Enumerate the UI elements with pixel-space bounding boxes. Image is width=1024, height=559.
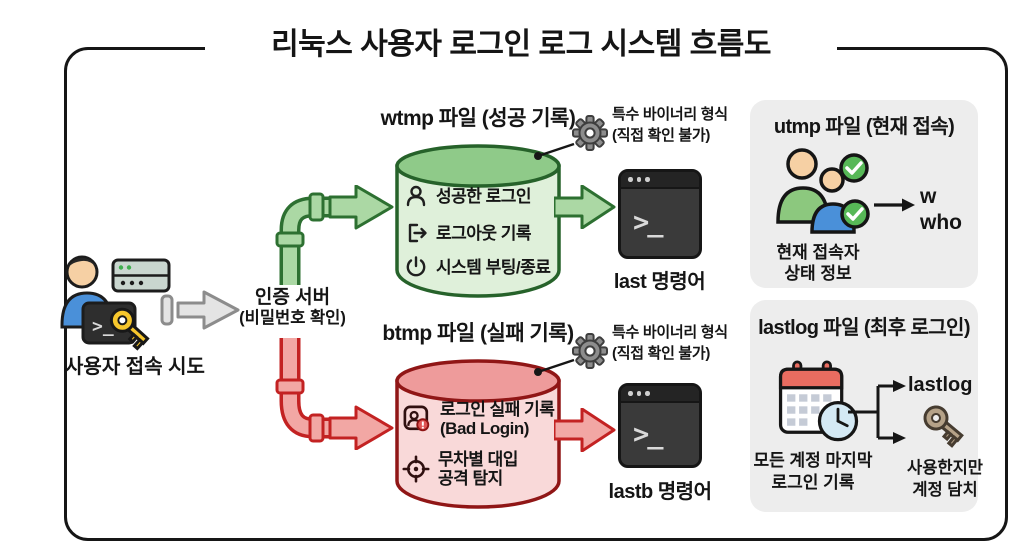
terminal-dot-icon: [645, 391, 650, 396]
old-key-caption: 사용한지만 계정 담치: [895, 457, 995, 501]
lastlog-caption-line1: 모든 계정 마지막: [753, 451, 873, 470]
svg-text:>_: >_: [92, 316, 114, 337]
check-icon: [839, 153, 869, 183]
gray-arrow-icon: [160, 290, 240, 330]
auth-server-label: 인증 서버 (비밀번호 확인): [230, 287, 355, 329]
note-line1: 특수 바이너리 형식: [612, 106, 728, 123]
lastlog-caption-line2: 로그인 기록: [771, 473, 855, 492]
btmp-title: btmp 파일 (실패 기록): [382, 322, 574, 345]
utmp-command-w: w: [920, 185, 937, 208]
key-icon: [109, 307, 150, 351]
red-pipe-icon: [275, 338, 394, 450]
terminal-dot-icon: [628, 391, 633, 396]
gear-icon: [572, 115, 608, 151]
auth-server-line2: (비밀번호 확인): [239, 309, 346, 328]
old-key-caption-line1: 사용한지만: [907, 459, 983, 477]
check-icon: [840, 199, 870, 229]
user-icon: [406, 185, 426, 207]
user-attempt-label: 사용자 접속 시도: [65, 356, 205, 378]
target-icon: [402, 455, 430, 483]
black-arrow-icon: [874, 198, 915, 212]
bad-login-icon: [403, 405, 430, 432]
old-key-icon: [923, 405, 964, 448]
logout-icon: [408, 223, 427, 243]
branch-arrows-icon: [848, 380, 906, 444]
utmp-commands: w who: [920, 184, 962, 236]
red-arrow-icon: [554, 408, 616, 452]
annotation-line: [534, 142, 575, 160]
terminal-body: >_: [621, 403, 699, 465]
btmp-item-line1: 로그인 실패 기록: [440, 400, 555, 419]
diagram-title-wrap: 리눅스 사용자 로그인 로그 시스템 흐름도: [205, 20, 837, 62]
calendar-clock-icon: [778, 360, 859, 442]
last-command-label: last 명령어: [613, 271, 706, 293]
old-key-caption-line2: 계정 담치: [912, 481, 978, 499]
terminal-prompt: >_: [633, 207, 663, 238]
wtmp-item-logout: 로그아웃 기록: [404, 221, 532, 245]
wtmp-item-boot: 시스템 부팅/종료: [404, 255, 551, 279]
last-terminal-icon: >_: [618, 169, 702, 259]
note-line2: (직접 확인 불가): [612, 345, 711, 362]
utmp-caption: 현재 접속자 상태 정보: [760, 242, 876, 284]
wtmp-item-label: 로그아웃 기록: [436, 223, 532, 243]
wtmp-title: wtmp 파일 (성공 기록): [380, 107, 576, 130]
btmp-item-bad-login: 로그인 실패 기록 (Bad Login): [402, 400, 555, 438]
terminal-header: [621, 386, 699, 403]
wtmp-item-label: 시스템 부팅/종료: [436, 257, 551, 277]
btmp-item-label: 무차별 대입 공격 탐지: [438, 450, 518, 488]
utmp-caption-line1: 현재 접속자: [776, 243, 860, 262]
green-arrow-icon: [554, 185, 616, 229]
terminal-dot-icon: [636, 391, 641, 396]
green-pipe-icon: [275, 185, 394, 285]
terminal-icon: >_: [81, 301, 137, 345]
utmp-caption-line2: 상태 정보: [784, 264, 852, 283]
btmp-binary-note: 특수 바이너리 형식 (직접 확인 불가): [612, 322, 747, 364]
server-icon: [111, 258, 171, 293]
utmp-command-who: who: [920, 211, 962, 234]
users-group-icon: [776, 148, 870, 234]
wtmp-cylinder: [395, 144, 561, 298]
wtmp-item-success-login: 성공한 로그인: [404, 184, 532, 208]
terminal-prompt: >_: [633, 418, 663, 450]
terminal-dot-icon: [636, 177, 641, 182]
auth-server-line1: 인증 서버: [254, 287, 331, 308]
lastlog-caption: 모든 계정 마지막 로그인 기록: [748, 450, 878, 494]
lastlog-command-label: lastlog: [908, 374, 973, 396]
wtmp-binary-note: 특수 바이너리 형식 (직접 확인 불가): [612, 104, 747, 146]
annotation-line: [534, 358, 575, 376]
btmp-item-bruteforce: 무차별 대입 공격 탐지: [402, 450, 518, 488]
btmp-item-label: 로그인 실패 기록 (Bad Login): [440, 400, 555, 438]
lastlog-panel-title: lastlog 파일 (최후 로그인): [758, 317, 970, 339]
lastb-terminal-icon: >_: [618, 383, 702, 468]
user-attempt-icons: >_: [60, 255, 171, 351]
utmp-panel-title: utmp 파일 (현재 접속): [773, 116, 955, 138]
btmp-item-line1: 무차별 대입: [438, 450, 518, 469]
lastb-command-label: lastb 명령어: [608, 481, 712, 503]
terminal-dot-icon: [628, 177, 633, 182]
wtmp-item-label: 성공한 로그인: [436, 186, 532, 206]
note-line1: 특수 바이너리 형식: [612, 324, 728, 341]
terminal-dot-icon: [645, 177, 650, 182]
gear-icon: [572, 333, 608, 369]
btmp-item-line2: (Bad Login): [440, 419, 529, 438]
note-line2: (직접 확인 불가): [612, 127, 711, 144]
power-icon: [406, 256, 426, 277]
terminal-body: >_: [621, 189, 699, 256]
btmp-cylinder: [395, 359, 561, 509]
page-title: 리눅스 사용자 로그인 로그 시스템 흐름도: [271, 28, 771, 61]
terminal-header: [621, 172, 699, 189]
btmp-item-line2: 공격 탐지: [438, 469, 503, 488]
